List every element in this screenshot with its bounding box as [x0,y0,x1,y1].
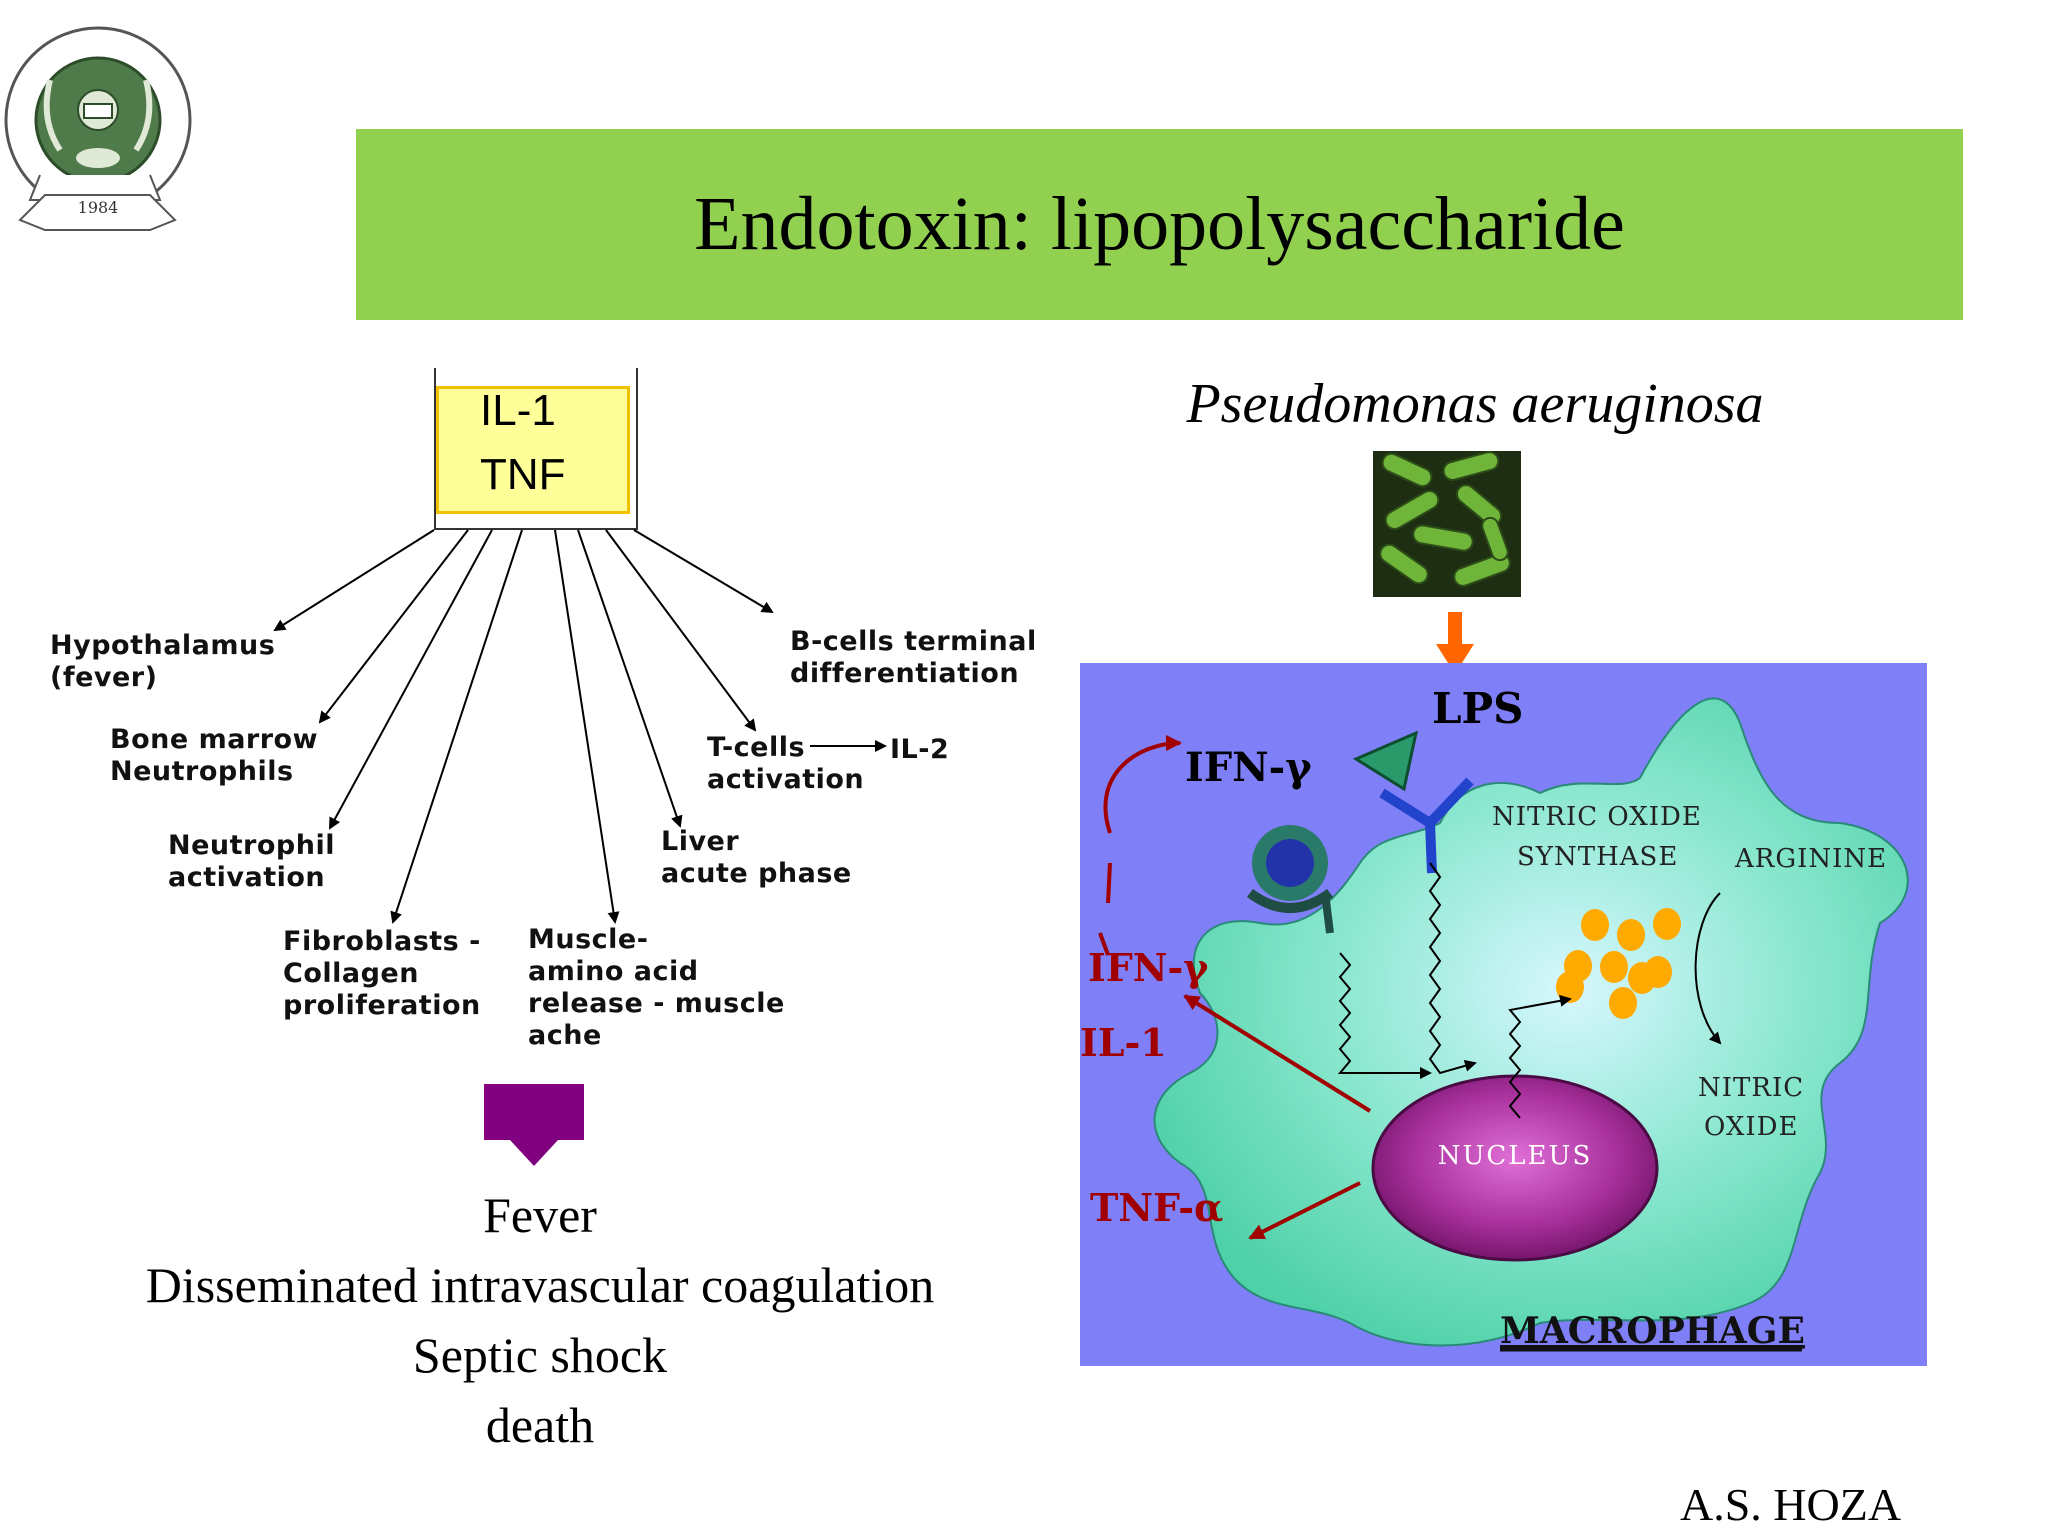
outcome-dic: Disseminated intravascular coagulation [145,1257,935,1313]
author-credit: A.S. HOZA [1680,1479,1902,1530]
nitric-oxide-label-line2: OXIDE [1704,1112,1798,1142]
lps-triangle [1352,730,1419,792]
arrow-to-neutrophil [329,529,493,830]
organism-label: Pseudomonas aeruginosa [1186,373,1764,435]
university-seal-logo: 1984 [0,0,200,250]
seal-year: 1984 [78,198,119,217]
target-bone-marrow: Bone marrow Neutrophils [110,724,319,787]
target-bcells: B-cells terminal differentiation [790,626,1037,689]
macrophage-label: MACROPHAGE [1500,1310,1805,1352]
ifn-gamma-top-label: IFN-γ [1185,744,1312,791]
arginine-label: ARGININE [1734,844,1887,874]
cytokine-il1: IL-1 [480,386,556,435]
nos-label-line1: NITRIC OXIDE [1492,802,1702,832]
bacteria-micrograph-image [1373,451,1521,597]
outcome-septic-shock: Septic shock [412,1327,668,1383]
nos-label-line2: SYNTHASE [1517,842,1678,872]
ifn-gamma-label: IFN-γ [1088,945,1209,990]
macrophage-diagram: NUCLEUS LPS IFN-γ IFN-γ IL-1 TNF [1080,663,1927,1366]
target-muscle: Muscle- amino acid release - muscle ache [528,924,785,1051]
title-bar: Endotoxin: lipopolysaccharide [356,129,1963,320]
outcome-fever: Fever [483,1187,597,1243]
target-fibroblasts: Fibroblasts - Collagen proliferation [283,926,481,1021]
nucleus-label: NUCLEUS [1438,1141,1593,1171]
outcome-death: death [485,1397,595,1453]
cytokine-box [436,386,630,514]
arrow-to-bone-marrow [318,529,469,724]
arrow-to-liver [577,529,683,828]
cytokine-tnf: TNF [480,450,566,499]
orange-arrow [1436,612,1474,674]
tnf-alpha-label: TNF-α [1090,1185,1223,1230]
nitric-oxide-label-line1: NITRIC [1698,1073,1804,1103]
effects-arrows [273,529,887,924]
arrow-to-tcells [605,529,757,732]
purple-down-arrow [484,1084,584,1166]
target-hypothalamus: Hypothalamus (fever) [50,630,276,693]
target-neutrophil: Neutrophil activation [168,830,335,893]
macrophage-cell-body [1153,697,1909,1347]
ifn-receptor [1247,825,1334,934]
il1-label: IL-1 [1080,1020,1167,1065]
slide-title: Endotoxin: lipopolysaccharide [694,182,1625,266]
target-tcells: T-cells activation [707,732,865,795]
target-liver: Liver acute phase [661,826,852,889]
lps-label: LPS [1432,684,1523,733]
cytokine-frame [434,368,638,530]
arrow-to-muscle [554,529,620,924]
arrow-to-bcells [633,529,774,614]
arrow-to-fibroblasts [390,529,523,924]
arrow-to-hypothalamus [273,529,435,632]
target-il2: IL-2 [890,734,950,765]
